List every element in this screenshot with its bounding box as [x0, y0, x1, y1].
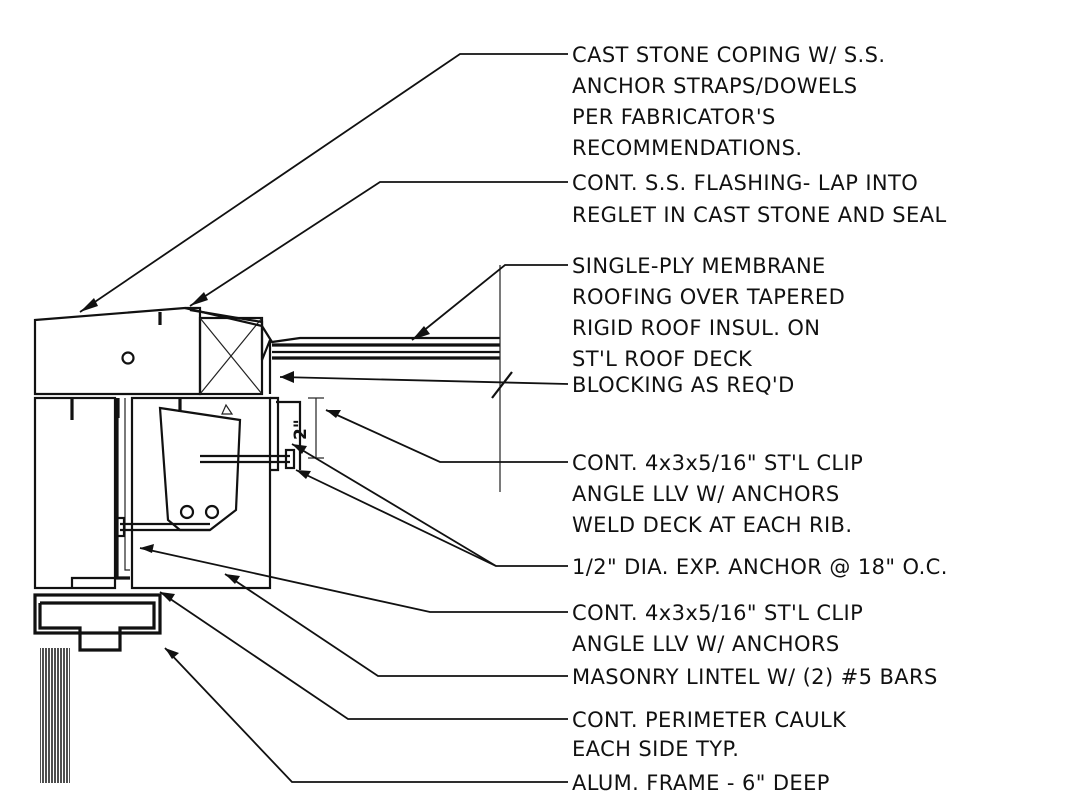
cast-stone-coping	[33, 306, 202, 396]
ss-flashing	[184, 306, 500, 344]
note-caulk-line-2: EACH SIDE TYP.	[572, 737, 739, 761]
rebar-1	[179, 504, 195, 520]
note-coping-line-3: PER FABRICATOR'S	[572, 105, 776, 129]
note-membrane-line-2: ROOFING OVER TAPERED	[572, 285, 845, 309]
masonry-lintel	[130, 396, 272, 590]
dimension-2in: 2"	[291, 397, 324, 459]
dimension-label: 2"	[291, 419, 311, 440]
note-clip-line-2: ANGLE LLV W/ ANCHORS	[572, 632, 840, 656]
note-clip-deck-line-3: WELD DECK AT EACH RIB.	[572, 513, 852, 537]
note-membrane-line-4: ST'L ROOF DECK	[572, 347, 753, 371]
rebar-2	[204, 504, 220, 520]
note-caulk-line-1: CONT. PERIMETER CAULK	[572, 708, 847, 732]
leader-lines	[79, 53, 569, 783]
note-exp-anchor: 1/2" DIA. EXP. ANCHOR @ 18" O.C.	[572, 555, 948, 579]
wood-blocking	[189, 308, 272, 396]
note-membrane-line-1: SINGLE-PLY MEMBRANE	[572, 254, 826, 278]
note-clip-deck-line-2: ANGLE LLV W/ ANCHORS	[572, 482, 840, 506]
steel-clip-angles	[115, 396, 302, 580]
note-frame: ALUM. FRAME - 6" DEEP	[572, 771, 830, 795]
note-clip-deck-line-1: CONT. 4x3x5/16" ST'L CLIP	[572, 451, 863, 475]
note-flashing-line-1: CONT. S.S. FLASHING- LAP INTO	[572, 171, 918, 195]
note-coping-line-2: ANCHOR STRAPS/DOWELS	[572, 74, 857, 98]
note-membrane-line-3: RIGID ROOF INSUL. ON	[572, 316, 820, 340]
break-line	[491, 371, 513, 399]
note-lintel: MASONRY LINTEL W/ (2) #5 BARS	[572, 665, 938, 689]
stone-veneer-wall	[33, 396, 117, 590]
note-coping-line-1: CAST STONE COPING W/ S.S.	[572, 43, 885, 67]
note-blocking: BLOCKING AS REQ'D	[572, 373, 795, 397]
note-coping-line-4: RECOMMENDATIONS.	[572, 136, 802, 160]
expansion-anchors	[114, 448, 296, 538]
note-clip-line-1: CONT. 4x3x5/16" ST'L CLIP	[572, 601, 863, 625]
roof-assembly	[272, 265, 513, 492]
note-flashing-line-2: REGLET IN CAST STONE AND SEAL	[572, 203, 947, 227]
callout-notes: CAST STONE COPING W/ S.S. ANCHOR STRAPS/…	[572, 43, 948, 795]
aluminum-frame	[33, 593, 162, 783]
dowel-hole	[121, 351, 135, 365]
